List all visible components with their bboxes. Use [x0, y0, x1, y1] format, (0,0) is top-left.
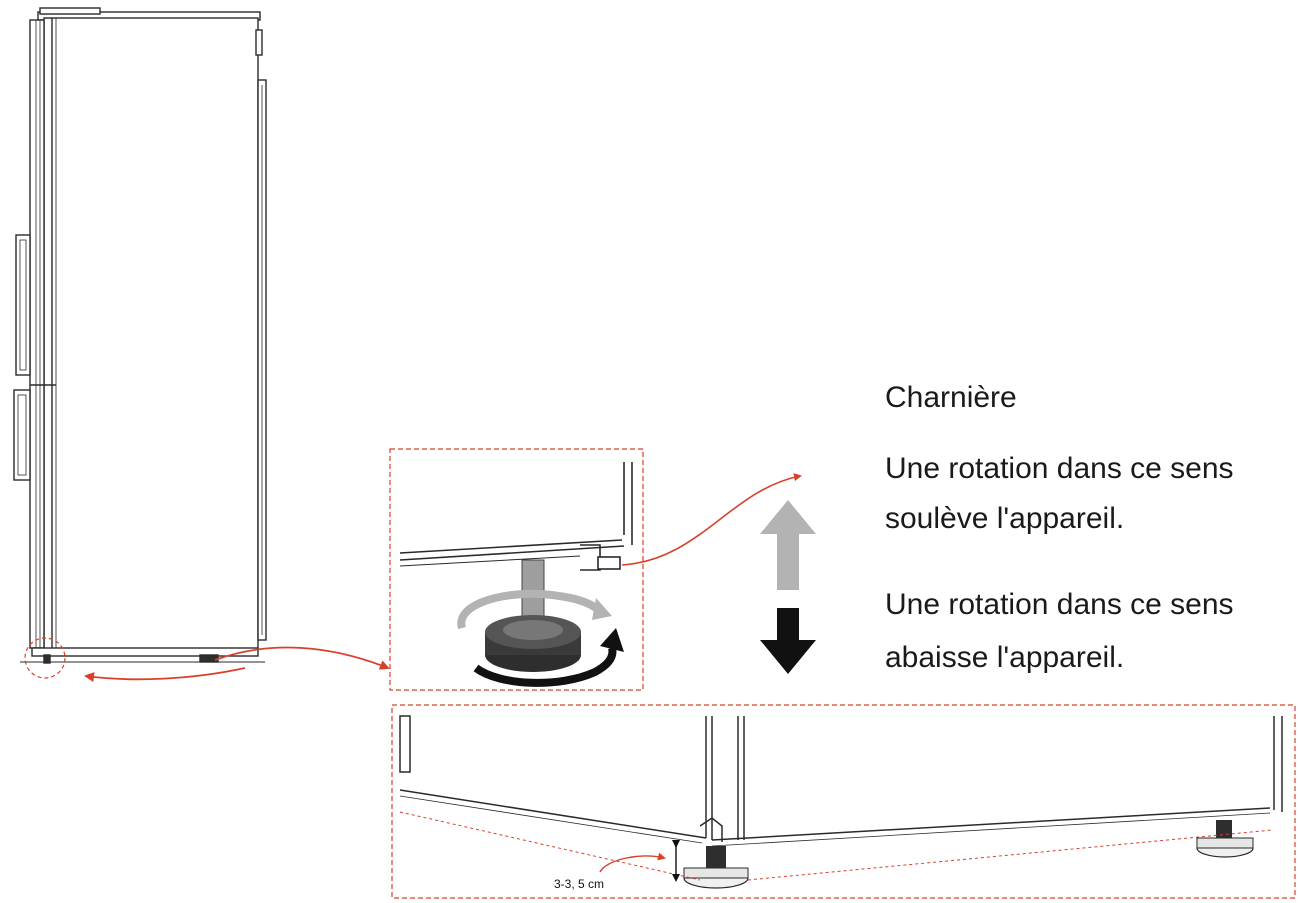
up-arrow-icon	[760, 500, 816, 590]
leveling-detail-panel	[391, 704, 1296, 899]
raise-text-line1: Une rotation dans ce sens	[885, 452, 1234, 485]
foot-detail-inset	[389, 448, 802, 691]
lower-text-line2: abaisse l'appareil.	[885, 641, 1125, 674]
hinge-label: Charnière	[885, 381, 1017, 414]
rotate-arrow-icon	[473, 647, 617, 687]
down-arrow-icon	[760, 608, 816, 674]
foot-highlight-circle	[24, 637, 66, 679]
gap-dimension-label: 3-3, 5 cm	[554, 877, 605, 891]
rotate-arrow-icon	[457, 589, 604, 630]
fridge-side-view	[13, 7, 267, 679]
lower-text-line1: Une rotation dans ce sens	[885, 588, 1234, 621]
connector-curve-to-detail	[214, 646, 390, 670]
raise-text-line2: soulève l'appareil.	[885, 502, 1125, 535]
connector-curve-back	[84, 667, 246, 683]
